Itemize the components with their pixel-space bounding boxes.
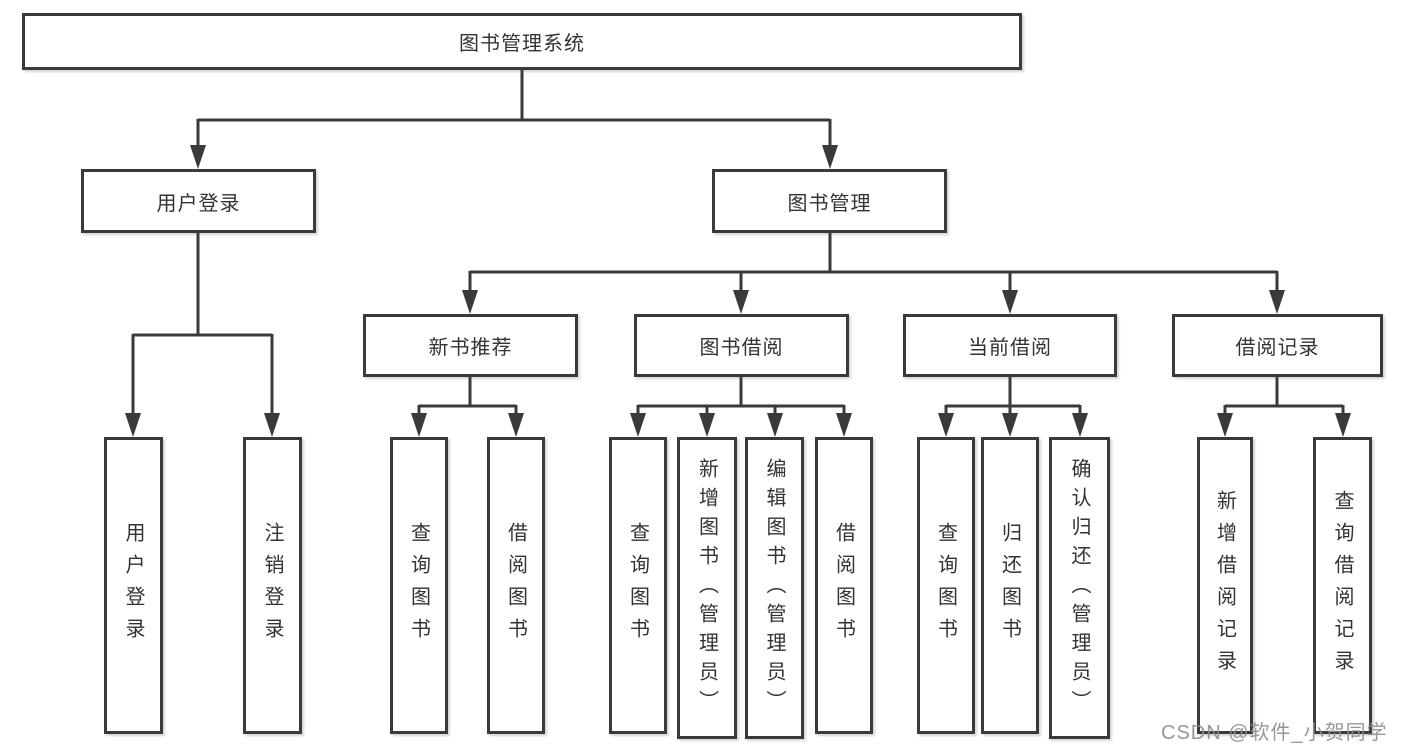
connector-current-borrowing [944, 377, 1082, 414]
arrowhead [1335, 413, 1351, 437]
node-book-borrowing: 图书借阅 [634, 314, 849, 377]
watermark-text: CSDN @软件_小贺同学 [1161, 722, 1388, 744]
leaf-query-books-borrowing-label: 查询图书 [626, 521, 649, 650]
node-borrowing-records-label: 借阅记录 [1235, 337, 1320, 359]
leaf-confirm-return-admin: 确认归还（管理员） [1049, 437, 1110, 739]
arrowhead [733, 290, 749, 314]
arrowhead [508, 413, 524, 437]
node-book-management: 图书管理 [712, 169, 947, 233]
leaf-borrow-books-recommend-label: 借阅图书 [504, 521, 527, 650]
arrowhead [125, 413, 141, 437]
arrowhead [1072, 413, 1088, 437]
arrowhead [822, 145, 838, 169]
arrowhead [1217, 413, 1233, 437]
leaf-add-borrow-record: 新增借阅记录 [1197, 437, 1253, 734]
leaf-add-borrow-record-label: 新增借阅记录 [1213, 489, 1236, 682]
leaf-edit-books-admin: 编辑图书（管理员） [745, 437, 804, 739]
leaf-query-books-current: 查询图书 [917, 437, 975, 734]
leaf-query-books-current-label: 查询图书 [934, 521, 957, 650]
leaf-query-books-recommend: 查询图书 [390, 437, 448, 734]
leaf-query-books-borrowing: 查询图书 [609, 437, 667, 734]
leaf-return-books-label: 归还图书 [998, 521, 1021, 650]
leaf-borrow-books-recommend: 借阅图书 [487, 437, 545, 734]
node-borrowing-records: 借阅记录 [1172, 314, 1383, 377]
leaf-query-borrow-record-label: 查询借阅记录 [1331, 489, 1353, 682]
leaf-logout-label: 注销登录 [261, 521, 283, 650]
connector-borrowing-records [1223, 377, 1345, 414]
leaf-user-login: 用户登录 [104, 437, 163, 734]
leaf-logout: 注销登录 [243, 437, 302, 734]
node-new-book-recommendation: 新书推荐 [363, 314, 578, 377]
leaf-borrow-books-borrowing: 借阅图书 [815, 437, 873, 734]
arrowhead [836, 413, 852, 437]
leaf-return-books: 归还图书 [981, 437, 1039, 734]
arrowhead [938, 413, 954, 437]
connector-book-borrowing [636, 377, 846, 414]
leaf-add-books-admin: 新增图书（管理员） [677, 437, 737, 739]
node-root-label: 图书管理系统 [459, 33, 585, 55]
node-user-login-label: 用户登录 [156, 192, 241, 215]
arrowhead [411, 413, 427, 437]
connector-root [196, 70, 832, 147]
arrowhead [1002, 290, 1018, 314]
node-new-book-recommendation-label: 新书推荐 [428, 337, 513, 359]
leaf-borrow-books-borrowing-label: 借阅图书 [832, 521, 855, 650]
arrowhead [264, 413, 280, 437]
leaf-user-login-label: 用户登录 [122, 521, 144, 650]
leaf-confirm-return-admin-label: 确认归还（管理员） [1068, 457, 1090, 719]
node-current-borrowing-label: 当前借阅 [968, 337, 1052, 359]
leaf-query-books-recommend-label: 查询图书 [407, 521, 430, 650]
connector-book-management [468, 233, 1279, 291]
arrowhead [462, 290, 478, 314]
connector-new-book [417, 377, 518, 414]
connector-user-login [131, 233, 274, 414]
arrowhead [630, 413, 646, 437]
leaf-edit-books-admin-label: 编辑图书（管理员） [763, 457, 785, 719]
arrowhead [767, 413, 783, 437]
node-current-borrowing: 当前借阅 [903, 314, 1117, 377]
node-book-management-label: 图书管理 [787, 192, 872, 215]
arrowhead [1002, 413, 1018, 437]
leaf-query-borrow-record: 查询借阅记录 [1313, 437, 1372, 734]
node-book-borrowing-label: 图书借阅 [699, 337, 784, 359]
arrowhead [699, 413, 715, 437]
arrowhead [190, 145, 206, 169]
leaf-add-books-admin-label: 新增图书（管理员） [695, 457, 718, 719]
arrowhead [1269, 290, 1285, 314]
node-user-login: 用户登录 [81, 169, 316, 233]
node-root: 图书管理系统 [22, 13, 1022, 70]
